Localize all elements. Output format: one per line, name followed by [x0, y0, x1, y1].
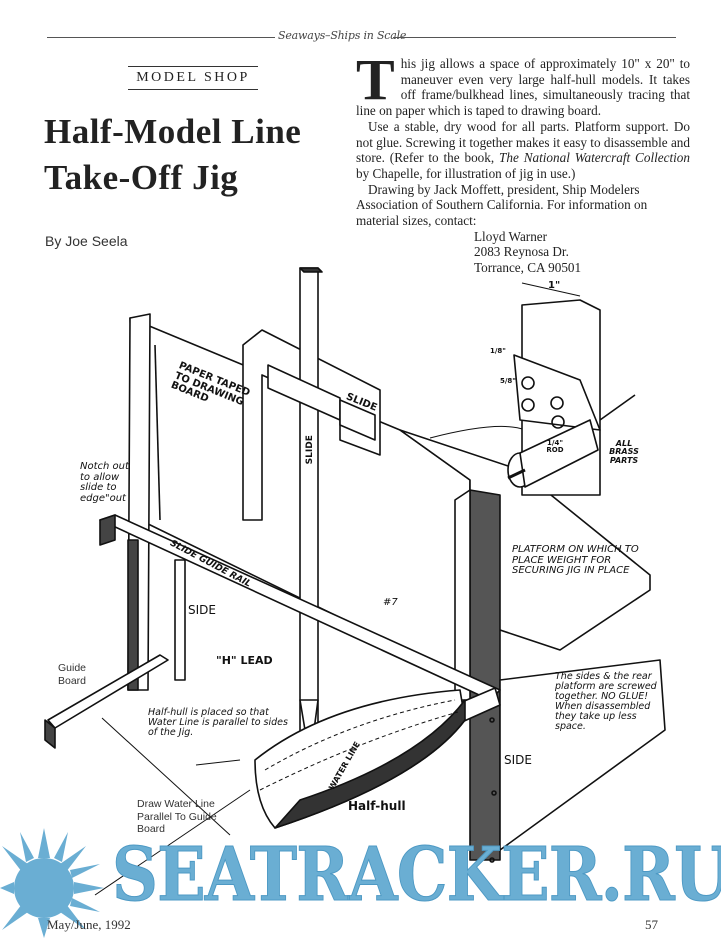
paragraph-2-text-a: Use a stable, dry wood for all parts. Pl… — [356, 118, 690, 166]
label-side-left: SIDE — [188, 603, 216, 617]
paragraph-3: Drawing by Jack Moffett, president, Ship… — [356, 181, 648, 229]
watermark-text: SEATRACKER.RU — [112, 832, 721, 918]
label-number-7: #7 — [383, 597, 398, 608]
label-dim-five-eighths: 5/8" — [500, 377, 516, 385]
label-side-right: SIDE — [504, 753, 532, 767]
label-half-hull-note: Half-hull is placed so that Water Line i… — [148, 707, 288, 738]
page-number: 57 — [645, 917, 658, 932]
label-dim-eighth: 1/8" — [490, 347, 506, 355]
header-rule-left — [47, 37, 275, 38]
paragraph-2-text-b: by Chapelle, for illustration of jig in … — [356, 165, 576, 181]
contact-block: Lloyd Warner 2083 Reynosa Dr. Torrance, … — [356, 229, 690, 276]
right-side-panel — [499, 659, 666, 851]
label-h-lead: "H" LEAD — [216, 654, 273, 667]
vertical-slide — [299, 267, 319, 769]
label-half-hull: Half-hull — [348, 799, 406, 813]
running-title: Seaways–Ships in Scale — [278, 29, 407, 42]
label-screwed-note: The sides & the rear platform are screwe… — [555, 671, 657, 732]
byline: By Joe Seela — [45, 233, 128, 249]
label-notch: Notch out to allow slide to edge"out — [80, 461, 129, 504]
article-title-line2: Take-Off Jig — [44, 158, 239, 197]
issue-date: May/June, 1992 — [47, 917, 131, 932]
label-platform: PLATFORM ON WHICH TO PLACE WEIGHT FOR SE… — [512, 544, 639, 576]
label-slide-vertical: SLIDE — [304, 435, 315, 465]
header-rule-right — [393, 37, 676, 38]
contact-street: 2083 Reynosa Dr. — [474, 244, 569, 260]
drop-cap: T — [356, 47, 395, 112]
contact-name: Lloyd Warner — [474, 228, 548, 244]
watermark-sun-icon — [0, 828, 104, 938]
paragraph-2: Use a stable, dry wood for all parts. Pl… — [356, 119, 690, 182]
label-dim-1in: 1" — [548, 280, 561, 291]
label-draw-water-line: Draw Water Line Parallel To Guide Board — [137, 798, 217, 836]
label-guide-board: Guide Board — [58, 662, 87, 687]
label-rod: 1/4" ROD — [546, 439, 564, 455]
label-brass-parts: ALL BRASS PARTS — [609, 439, 639, 465]
book-title: The National Watercraft Collection — [499, 150, 690, 166]
paragraph-1-text: his jig allows a space of approximately … — [356, 56, 690, 119]
article-title-line1: Half-Model Line — [44, 112, 302, 151]
contact-city: Torrance, CA 90501 — [474, 260, 582, 276]
section-kicker: MODEL SHOP — [128, 66, 258, 90]
right-side-post — [469, 489, 501, 861]
